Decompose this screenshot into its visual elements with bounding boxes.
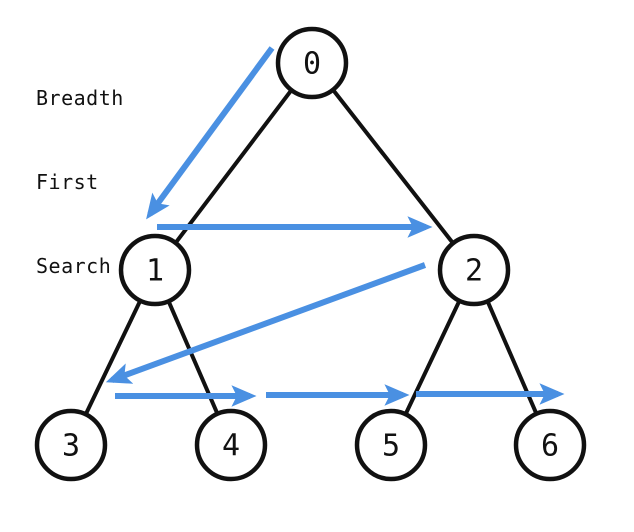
traversal-arrows-layer <box>105 46 565 407</box>
node-circle-6[interactable] <box>513 408 587 482</box>
node-circle-3[interactable] <box>34 408 108 482</box>
tree-edge-2-5 <box>403 298 462 417</box>
graph-node-5[interactable]: 5 <box>354 408 428 482</box>
tree-edge-0-2 <box>330 87 456 246</box>
node-label-2: 2 <box>465 254 483 289</box>
node-circle-2[interactable] <box>437 233 511 307</box>
graph-node-3[interactable]: 3 <box>34 408 108 482</box>
traversal-arrow-2-to-3 <box>105 262 427 384</box>
traversal-arrow-0-to-1 <box>146 46 275 220</box>
node-label-4: 4 <box>222 429 240 464</box>
diagram-title: Breadth First Search <box>36 28 124 336</box>
node-circle-1[interactable] <box>118 233 192 307</box>
graph-node-2[interactable]: 2 <box>437 233 511 307</box>
node-circle-0[interactable] <box>275 26 349 100</box>
tree-edge-0-1 <box>173 88 294 245</box>
node-label-1: 1 <box>146 254 164 289</box>
tree-edge-1-3 <box>83 298 143 417</box>
graph-node-6[interactable]: 6 <box>513 408 587 482</box>
graph-node-4[interactable]: 4 <box>194 408 268 482</box>
graph-node-1[interactable]: 1 <box>118 233 192 307</box>
node-label-6: 6 <box>541 429 559 464</box>
node-circle-4[interactable] <box>194 408 268 482</box>
node-circle-5[interactable] <box>354 408 428 482</box>
title-line-1: Breadth <box>36 86 124 110</box>
graph-node-0[interactable]: 0 <box>275 26 349 100</box>
tree-nodes-layer: 0 1 2 3 4 5 6 <box>34 26 587 482</box>
title-line-2: First <box>36 170 99 194</box>
node-label-0: 0 <box>303 47 321 82</box>
node-label-5: 5 <box>382 429 400 464</box>
title-line-3: Search <box>36 254 112 278</box>
node-label-3: 3 <box>62 429 80 464</box>
